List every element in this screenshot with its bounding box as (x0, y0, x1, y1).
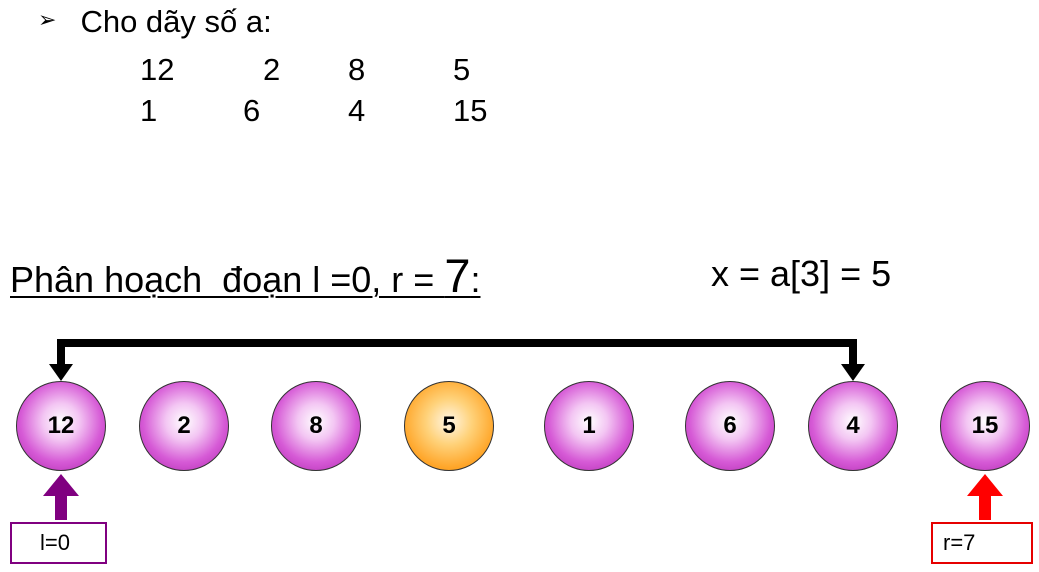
sequence-value: 4 (348, 93, 366, 128)
array-node: 6 (685, 381, 775, 471)
partition-heading: Phân hoạch đoạn l =0, r = 7: (10, 248, 480, 303)
sequence-value: 1 (140, 93, 158, 128)
left-pointer-box: l=0 (10, 522, 107, 564)
sequence-value: 6 (243, 93, 261, 128)
node-value: 15 (971, 412, 999, 439)
heading-suffix: : (470, 259, 481, 300)
array-node: 1 (544, 381, 634, 471)
sequence-value: 8 (348, 52, 366, 87)
array-node: 12 (16, 381, 106, 471)
node-value: 4 (846, 412, 860, 439)
right-pointer-label: r=7 (943, 530, 976, 555)
node-value: 8 (309, 412, 323, 439)
left-pointer-arrow (43, 474, 79, 520)
sequence-value: 12 (140, 52, 175, 87)
node-value: 6 (723, 412, 737, 439)
array-node: 2 (139, 381, 229, 471)
arrow-bullet-icon: ➢ (38, 7, 57, 32)
pivot-expression: x = a[3] = 5 (711, 253, 892, 294)
right-pointer-box: r=7 (931, 522, 1033, 564)
node-value: 12 (47, 412, 75, 439)
sequence-value: 2 (263, 52, 281, 87)
heading-r-value: 7 (444, 249, 471, 302)
heading-prefix: Phân hoạch đoạn l =0, r = (10, 259, 445, 300)
intro-text: Cho dãy số a: (80, 4, 272, 39)
pivot-node: 5 (404, 381, 494, 471)
sequence-value: 15 (453, 93, 488, 128)
node-value: 5 (442, 412, 456, 439)
right-pointer-arrow (967, 474, 1003, 520)
array-node: 4 (808, 381, 898, 471)
array-node: 15 (940, 381, 1030, 471)
node-value: 2 (177, 412, 191, 439)
left-pointer-label: l=0 (40, 530, 70, 555)
node-value: 1 (582, 412, 596, 439)
array-node: 8 (271, 381, 361, 471)
intro-line: ➢ Cho dãy số a: (38, 4, 272, 40)
swap-arrow (49, 339, 865, 381)
sequence-value: 5 (453, 52, 471, 87)
